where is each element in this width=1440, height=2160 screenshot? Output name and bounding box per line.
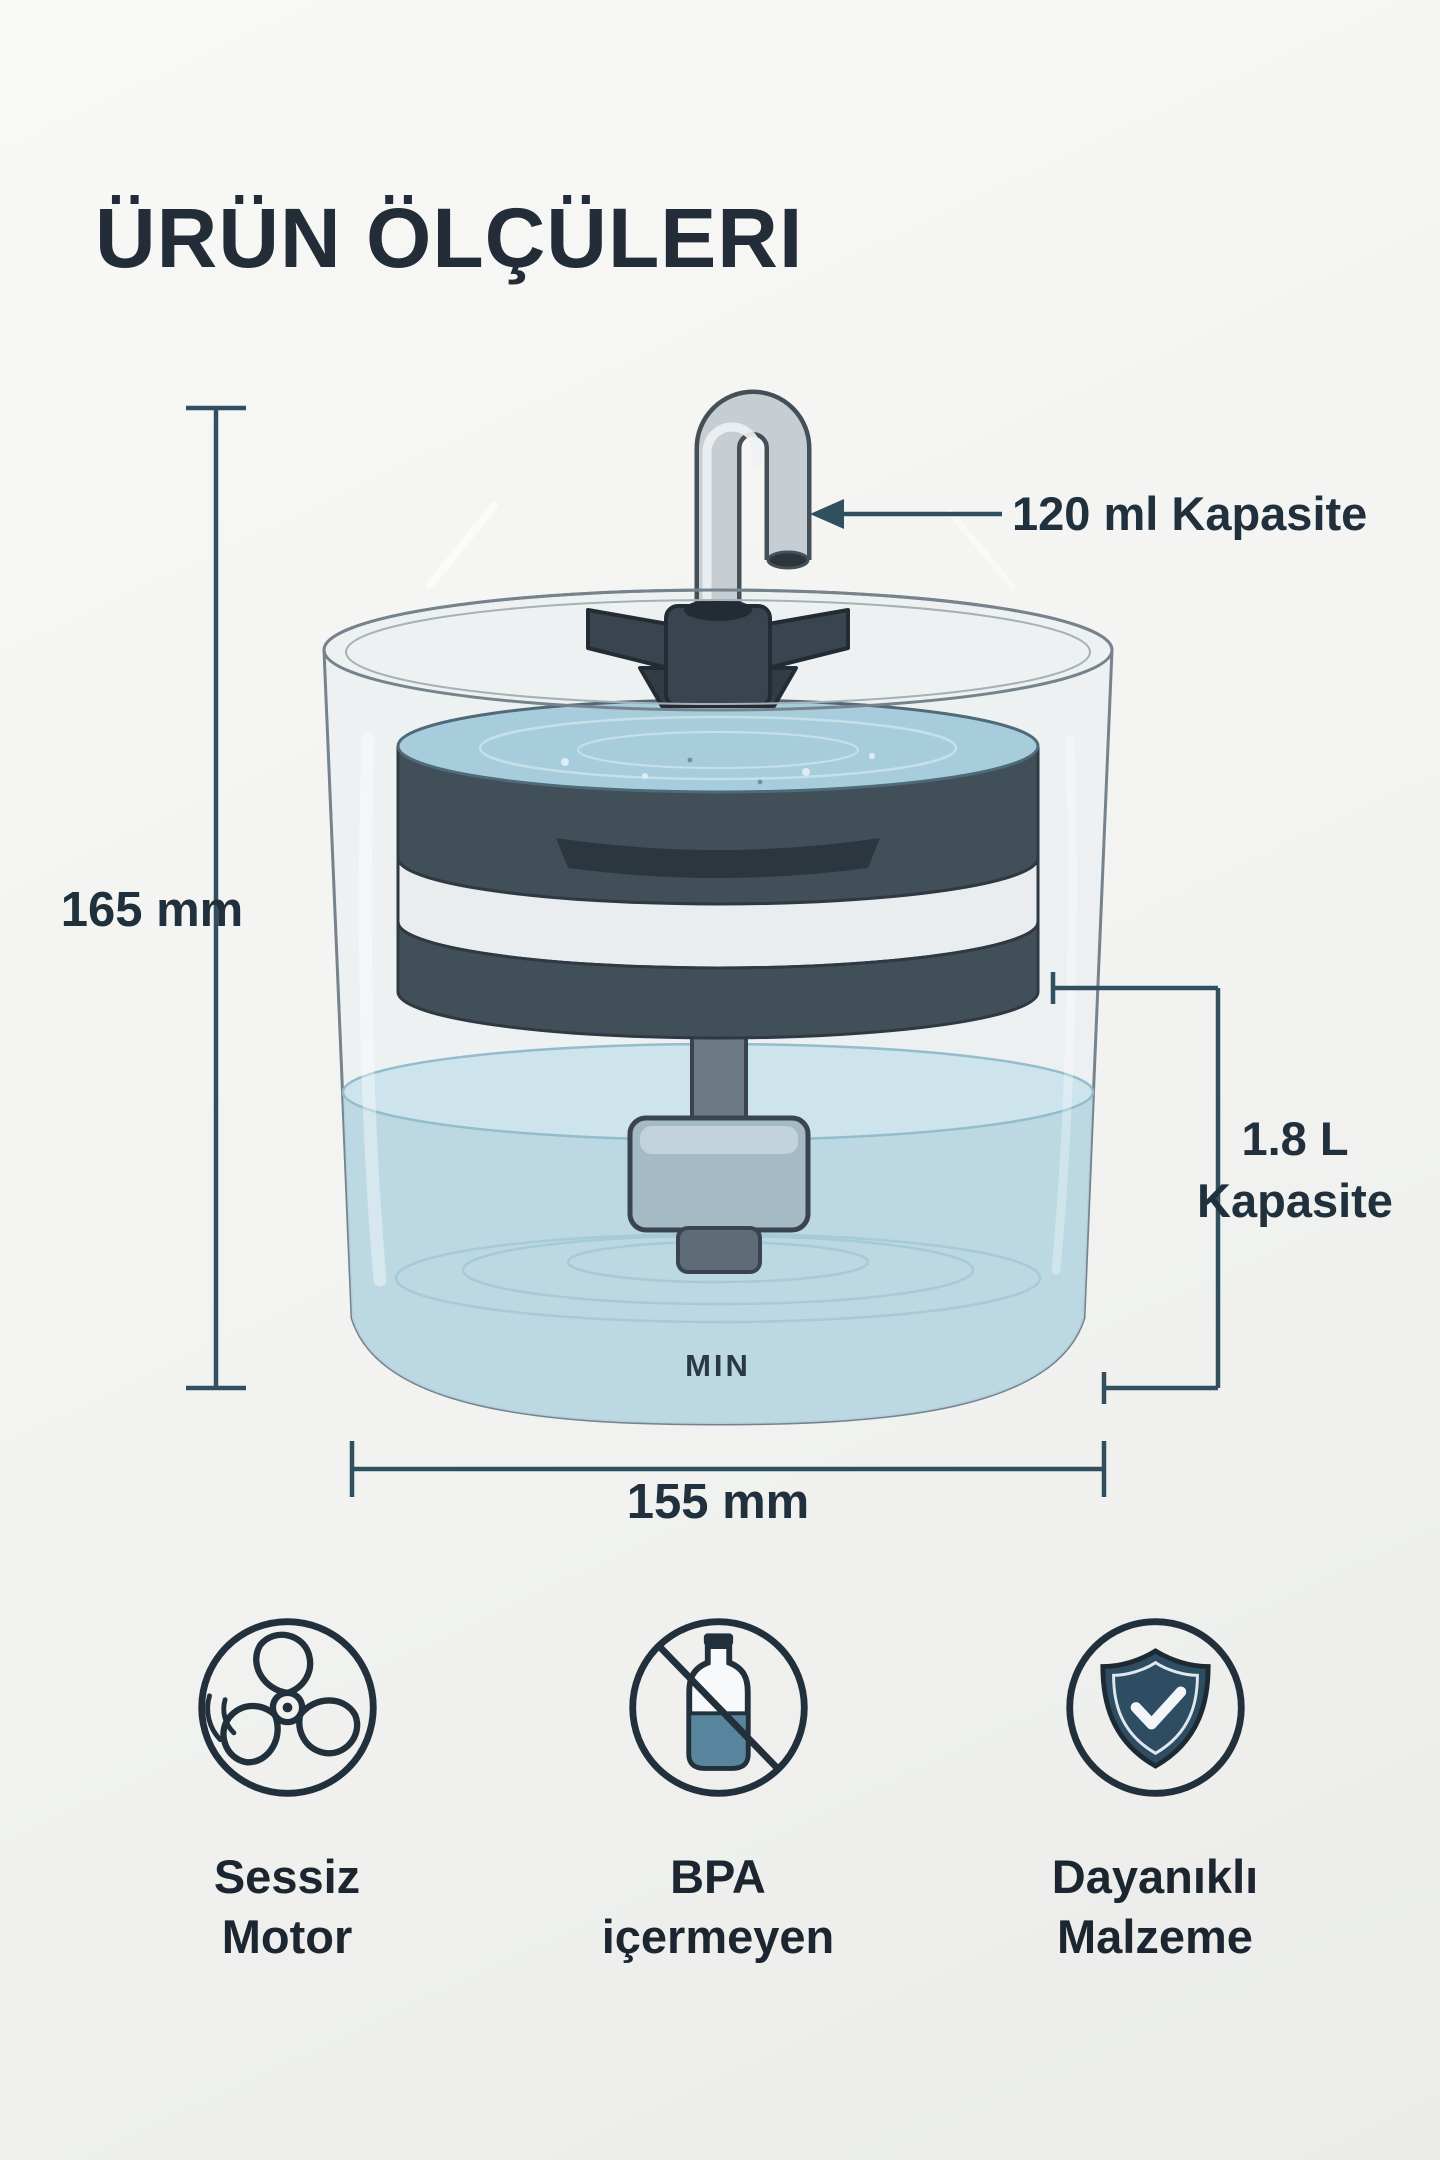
feature-label-line2: Malzeme (1057, 1910, 1253, 1964)
height-dimension-label: 165 mm (60, 883, 244, 937)
feature-label-line2: içermeyen (601, 1910, 835, 1964)
bowl-rim-inner (345, 599, 1091, 705)
feature-label-line2: Motor (221, 1910, 353, 1964)
chrome-spout (694, 389, 812, 668)
width-dimension-label: 155 mm (626, 1475, 810, 1529)
min-water-level-label: MIN (685, 1348, 751, 1383)
filter-assembly (396, 745, 1040, 1040)
feature-label-line1: BPA (670, 1850, 766, 1903)
feature-label-line1: Sessiz (213, 1850, 361, 1903)
feature-bpa-free: BPA içermeyen (528, 1610, 908, 1967)
feature-label: Sessiz Motor (214, 1847, 360, 1967)
shield-check-icon (1065, 1618, 1245, 1797)
glass-highlights (358, 502, 1077, 1287)
bowl-capacity-dimension-line (1050, 972, 1221, 1404)
feature-silent-motor: Sessiz Motor (97, 1610, 477, 1967)
filter-top-water (396, 698, 1040, 794)
width-dimension-line (349, 1441, 1107, 1497)
bowl-capacity-label: 1.8 L Kapasite (1158, 1108, 1432, 1232)
spout-capacity-label: 120 ml Kapasite (1012, 487, 1368, 540)
fan-icon (197, 1618, 377, 1797)
feature-label: Dayanıklı Malzeme (1052, 1847, 1258, 1967)
feature-durable-material: Dayanıklı Malzeme (965, 1610, 1345, 1967)
spout-capacity-arrow-head (810, 499, 844, 529)
bowl-capacity-value: 1.8 L (1241, 1112, 1349, 1165)
bowl-capacity-unit: Kapasite (1197, 1174, 1393, 1228)
filter-handle-recess (556, 838, 880, 878)
feature-label: BPA içermeyen (602, 1847, 835, 1967)
feature-label-line1: Dayanıklı (1051, 1850, 1259, 1903)
no-bpa-bottle-icon (628, 1618, 808, 1797)
dimension-lines (186, 405, 1221, 1497)
pump-cap (586, 599, 850, 708)
page-title: ÜRÜN ÖLÇÜLERI (95, 191, 804, 286)
height-dimension-line (186, 405, 246, 1391)
bowl-rim (322, 588, 1114, 712)
